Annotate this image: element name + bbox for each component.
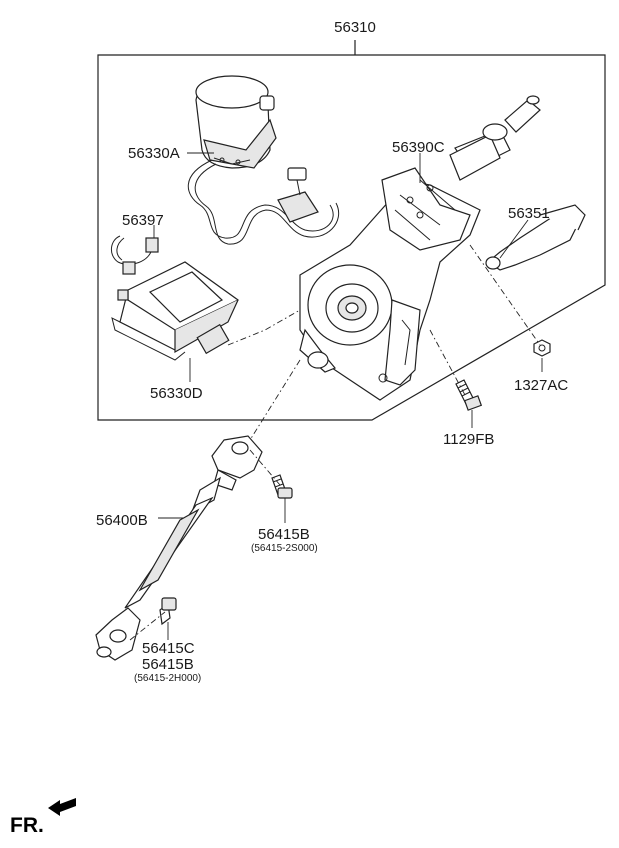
front-direction-arrow-icon <box>48 798 76 816</box>
bolt-56415C-lower <box>159 597 177 626</box>
harness-56397 <box>111 235 159 275</box>
label-56415-2H000: (56415-2H000) <box>134 673 201 684</box>
label-56310: 56310 <box>334 19 376 36</box>
label-56415B-upper: 56415B <box>258 526 310 543</box>
label-56415B-lower: 56415B <box>142 656 194 673</box>
ecu-56330D <box>111 261 239 361</box>
nut-1327AC <box>533 339 551 357</box>
label-56397: 56397 <box>122 212 164 229</box>
leader-lines <box>153 152 543 640</box>
bolt-56415B-upper <box>271 474 293 499</box>
label-56390C: 56390C <box>392 139 445 156</box>
motor-assembly <box>195 75 277 169</box>
label-56415C: 56415C <box>142 640 195 657</box>
label-56330D: 56330D <box>150 385 203 402</box>
label-56400B: 56400B <box>96 512 148 529</box>
tilt-lever <box>485 204 586 271</box>
front-direction-indicator: FR. <box>10 798 76 837</box>
bolt-1129FB <box>455 379 483 411</box>
label-1327AC: 1327AC <box>514 377 568 394</box>
assembly-frame <box>97 40 606 421</box>
gear-housing <box>299 264 421 386</box>
intermediate-shaft <box>95 435 263 661</box>
alignment-lines <box>129 244 541 641</box>
label-56351: 56351 <box>508 205 550 222</box>
front-label: FR. <box>10 814 44 837</box>
label-56330A: 56330A <box>128 145 180 162</box>
label-56415-2S000: (56415-2S000) <box>251 543 318 554</box>
label-1129FB: 1129FB <box>443 431 494 448</box>
motor-harness <box>187 159 340 245</box>
